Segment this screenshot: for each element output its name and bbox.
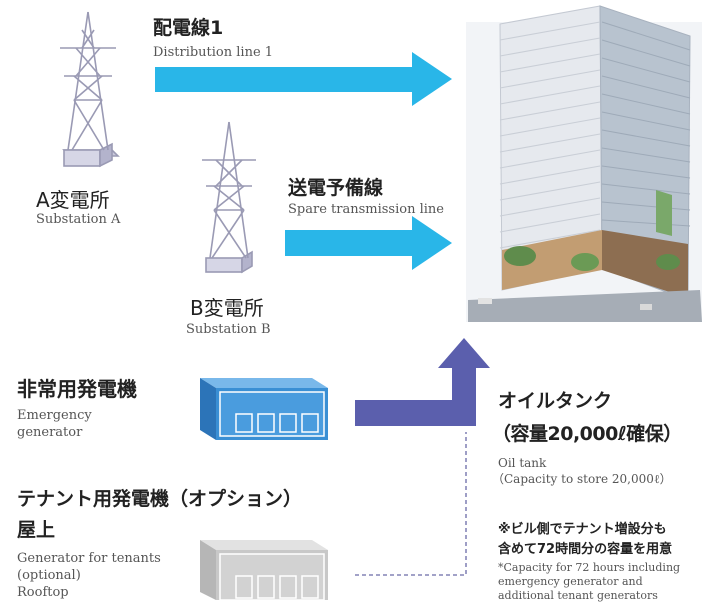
distribution-line-jp-label: 配電線1 xyxy=(153,17,224,39)
tenant-generator-en-label-2: (optional) xyxy=(17,568,81,583)
oil-tank-jp-label: オイルタンク xyxy=(498,390,613,412)
tenant-dashed-line xyxy=(355,432,467,576)
emergency-generator-icon xyxy=(200,378,328,440)
substation-b-en-label: Substation B xyxy=(186,322,271,337)
tenant-generator-en-label-1: Generator for tenants xyxy=(17,551,161,566)
oil-tank-capacity-jp-label: （容量20,000ℓ確保） xyxy=(492,423,682,445)
substation-a-jp-label: A変電所 xyxy=(36,188,110,212)
spare-line-jp-label: 送電予備線 xyxy=(288,177,384,199)
tenant-generator-jp-label: テナント用発電機（オプション） xyxy=(17,488,303,510)
oil-tank-en-label: Oil tank xyxy=(498,456,547,470)
substation-b-jp-label: B変電所 xyxy=(190,296,264,320)
capacity-note-en-line-3: additional tenant generators xyxy=(498,589,658,602)
tenant-rooftop-jp-label: 屋上 xyxy=(17,519,56,541)
capacity-note-en-line-1: *Capacity for 72 hours including xyxy=(498,561,681,574)
distribution-line-en-label: Distribution line 1 xyxy=(153,45,274,60)
oil-tank-capacity-en-label: （Capacity to store 20,000ℓ） xyxy=(492,472,672,486)
spare-line-arrow xyxy=(285,216,452,270)
emergency-generator-jp-label: 非常用発電機 xyxy=(17,377,137,401)
tenant-generator-icon xyxy=(200,540,328,601)
capacity-note-en-line-2: emergency generator and xyxy=(498,575,643,588)
tenant-generator-en-label-3: Rooftop xyxy=(17,585,69,600)
spare-line-en-label: Spare transmission line xyxy=(288,202,444,217)
substation-a-en-label: Substation A xyxy=(36,212,121,227)
emergency-generator-en-label-1: Emergency xyxy=(17,408,92,423)
office-building-image xyxy=(466,5,702,322)
transmission-tower-b-icon xyxy=(202,121,256,274)
transmission-tower-a-icon xyxy=(60,11,120,168)
capacity-note-jp-line-2: 含めて72時間分の容量を用意 xyxy=(498,542,673,557)
distribution-line-arrow xyxy=(155,52,452,106)
capacity-note-jp-line-1: ※ビル側でテナント増設分も xyxy=(498,522,667,537)
emergency-generator-en-label-2: generator xyxy=(17,425,83,440)
emergency-power-arrow xyxy=(355,338,490,426)
